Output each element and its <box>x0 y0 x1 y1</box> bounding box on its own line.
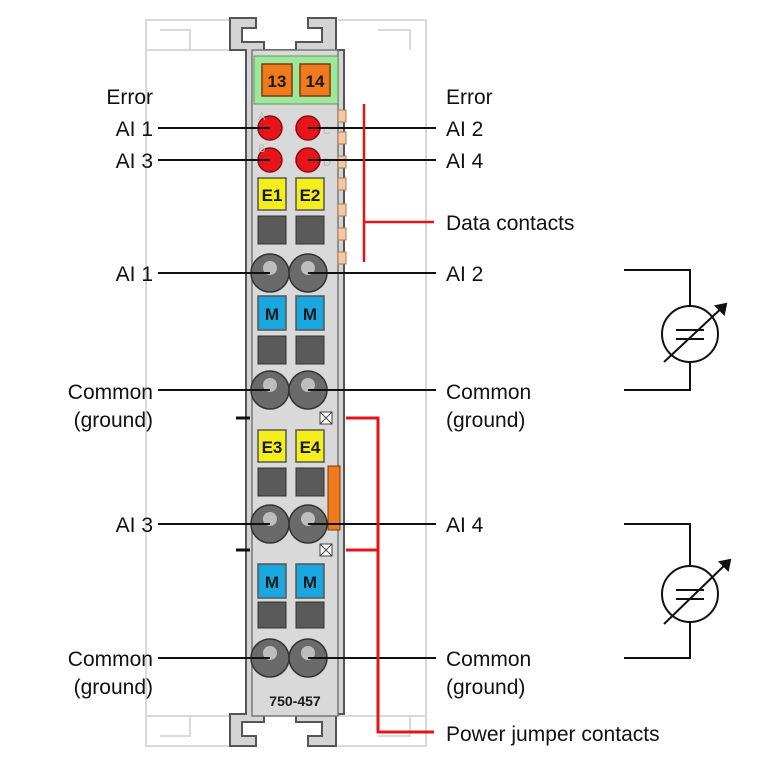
tag-m-1a: M <box>265 305 279 324</box>
label-common1-right: Common <box>446 381 531 404</box>
label-ai2-led: AI 2 <box>446 118 483 141</box>
led-letter-d: D <box>323 157 331 169</box>
led-letter-b: B <box>258 143 265 155</box>
power-jumper-marker-bottom <box>236 543 333 557</box>
power-jumper-contact <box>327 465 341 531</box>
data-contacts-bracket <box>362 104 434 262</box>
label-ground1-left: (ground) <box>74 409 153 432</box>
label-ground2-right: (ground) <box>446 676 525 699</box>
channel-block-2: E3 E4 <box>257 429 341 531</box>
model-number: 750-457 <box>269 693 321 709</box>
fuse-header: 13 14 <box>253 55 339 105</box>
sensor-symbol-1 <box>624 269 728 391</box>
right-labels: Error AI 2 AI 4 Data contacts AI 2 Commo… <box>446 86 660 746</box>
label-power-jumper-contacts: Power jumper contacts <box>446 723 660 746</box>
label-data-contacts: Data contacts <box>446 212 574 235</box>
label-common2-right: Common <box>446 648 531 671</box>
label-ground2-left: (ground) <box>74 676 153 699</box>
label-ground1-right: (ground) <box>446 409 525 432</box>
left-labels: Error AI 1 AI 3 AI 1 Common (ground) AI … <box>68 86 153 699</box>
power-jumper-bracket <box>346 416 434 734</box>
power-jumper-marker-top <box>236 411 333 425</box>
label-ai3-terminal: AI 3 <box>116 514 153 537</box>
label-ai2-terminal: AI 2 <box>446 263 483 286</box>
channel-block-m2: M M <box>257 563 325 629</box>
label-error-right: Error <box>446 86 493 109</box>
label-ai1-led: AI 1 <box>116 118 153 141</box>
tag-e3: E3 <box>262 438 283 457</box>
fuse-tag-13: 13 <box>268 72 287 91</box>
label-ai3-led: AI 3 <box>116 150 153 173</box>
ghost-module-outlines <box>145 19 427 747</box>
tag-m-2b: M <box>303 573 317 592</box>
tag-m-2a: M <box>265 573 279 592</box>
channel-block-1: E1 E2 <box>257 177 325 245</box>
label-ai4-terminal: AI 4 <box>446 514 484 537</box>
tag-e1: E1 <box>262 186 283 205</box>
data-contact-pins <box>337 109 347 265</box>
led-letter-a: A <box>258 111 266 123</box>
channel-block-m1: M M <box>257 295 325 365</box>
label-common2-left: Common <box>68 648 153 671</box>
tag-e2: E2 <box>300 186 321 205</box>
led-letter-c: C <box>323 125 331 137</box>
label-common1-left: Common <box>68 381 153 404</box>
label-error-left: Error <box>106 86 153 109</box>
tag-m-1b: M <box>303 305 317 324</box>
fuse-tag-14: 14 <box>306 72 325 91</box>
label-ai4-led: AI 4 <box>446 150 484 173</box>
sensor-symbol-2 <box>624 523 732 659</box>
tag-e4: E4 <box>300 438 321 457</box>
label-ai1-terminal: AI 1 <box>116 263 153 286</box>
leader-lines <box>158 127 436 659</box>
